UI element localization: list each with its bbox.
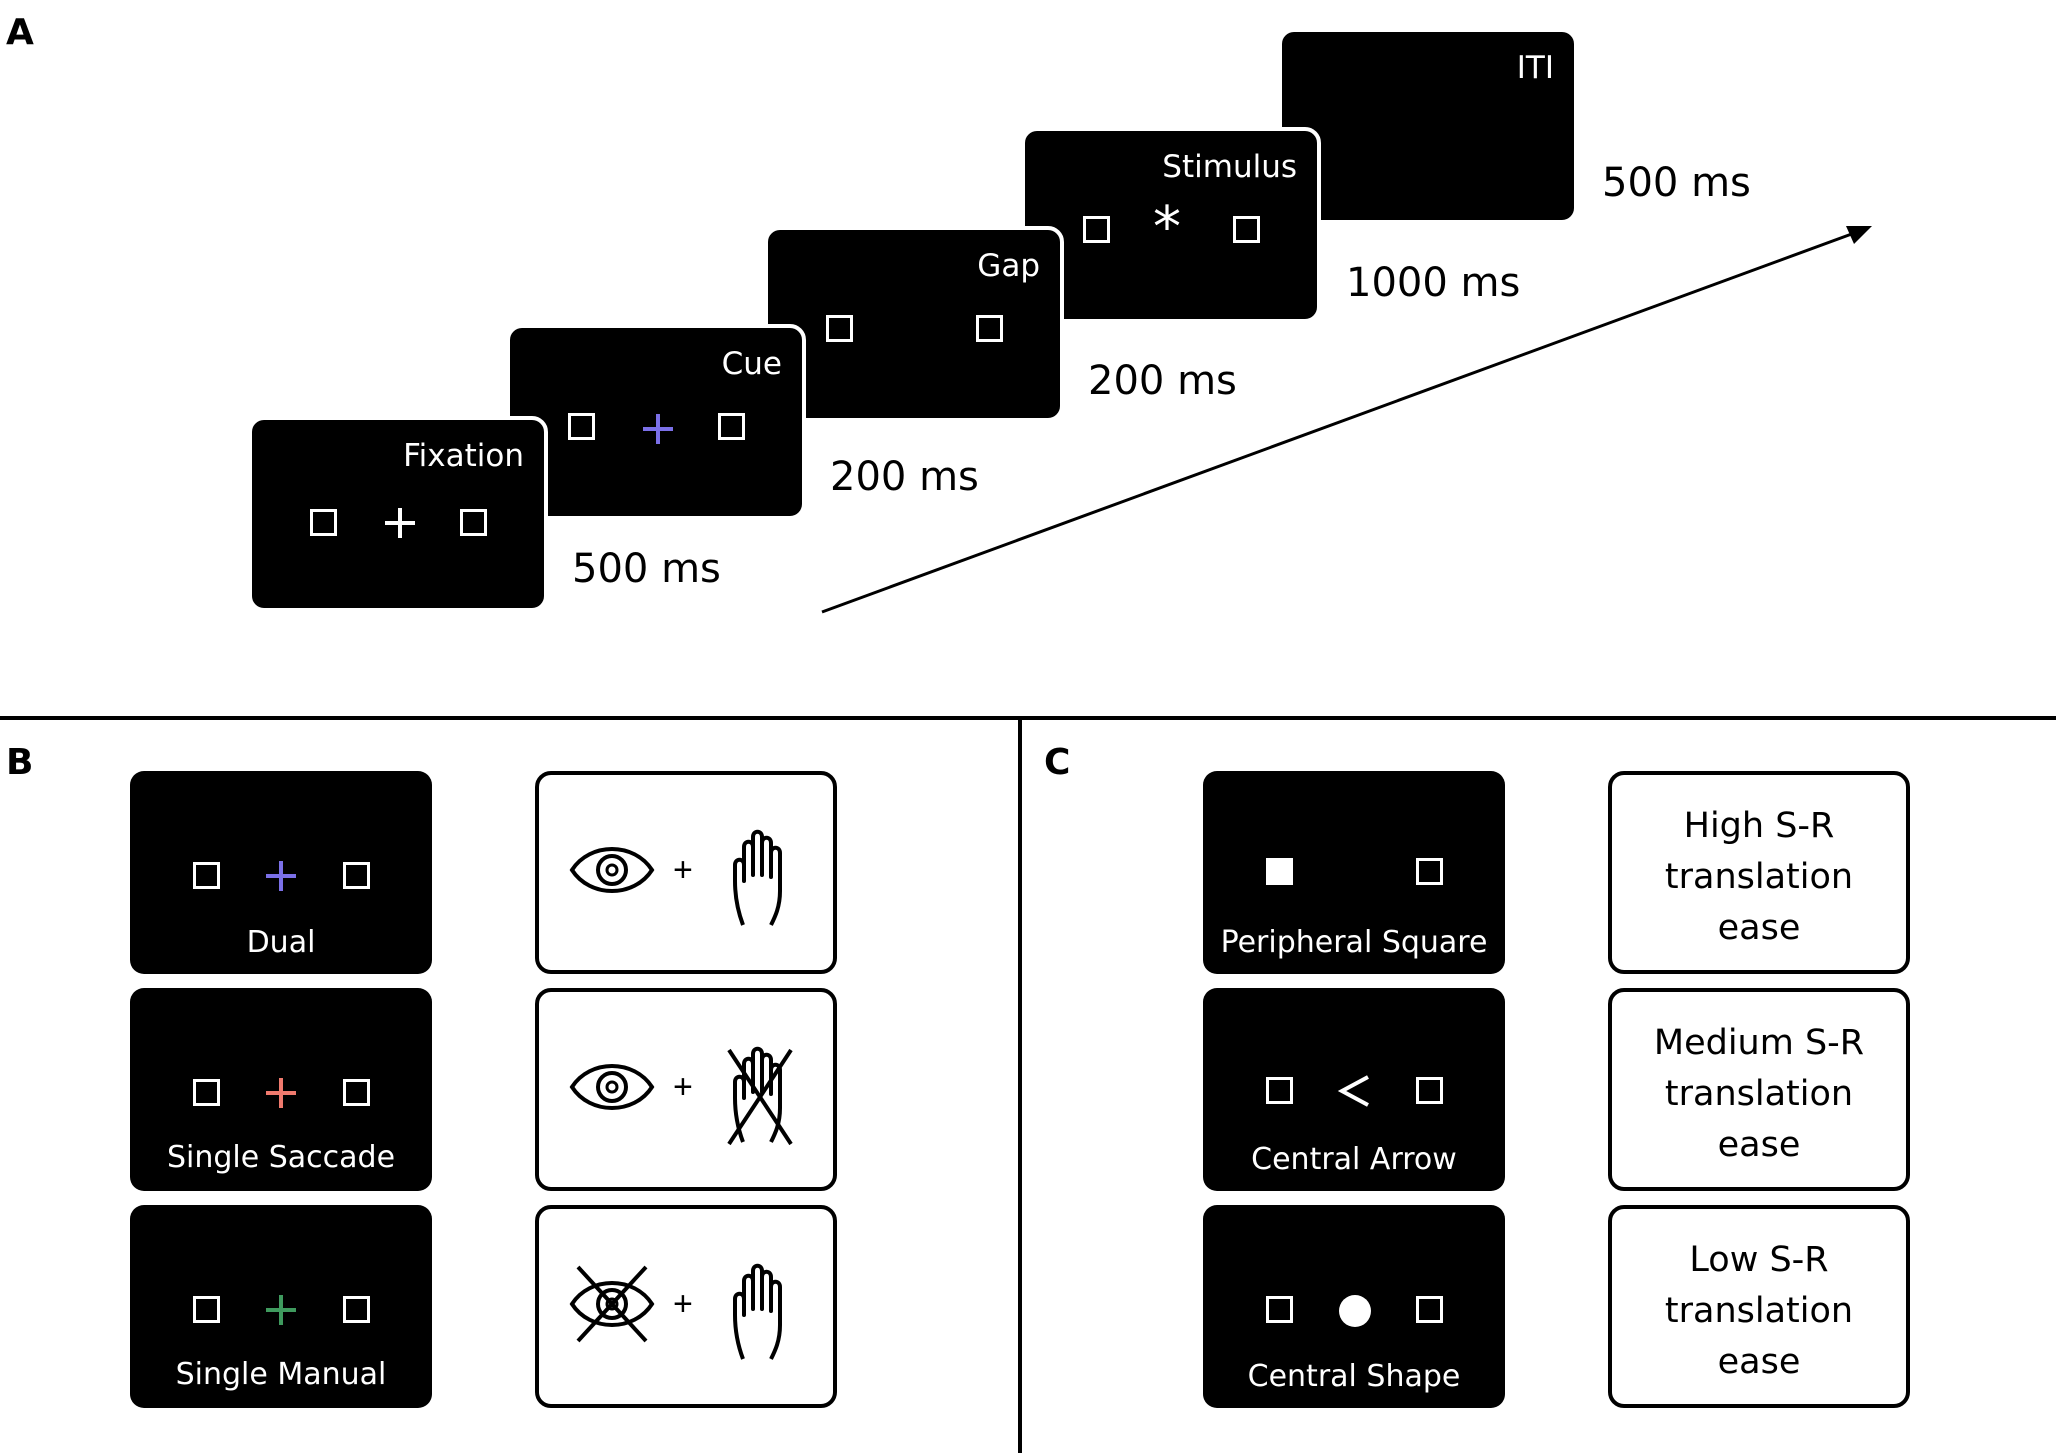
fixation-duration: 500 ms [572,546,721,592]
cross [266,1078,296,1108]
hand-icon [733,829,782,926]
screen-title: ITI [1516,50,1554,86]
cue-type-caption: Peripheral Square [1220,925,1488,960]
dual-screen: Dual [130,771,432,974]
fixation-screen: Fixation [248,416,548,612]
eye-crossed-icon [569,1265,655,1343]
hand-crossed-icon [727,1046,793,1146]
single-manual-effectors-box: + [535,1205,837,1408]
right-placeholder-square [1416,1296,1443,1323]
single-saccade-screen: Single Saccade [130,988,432,1191]
cue-cross [643,414,673,444]
right-placeholder-square [343,1079,370,1106]
left-placeholder-square [1266,1077,1293,1104]
ease-line: High S-R [1683,806,1835,846]
condition-caption: Single Manual [175,1357,387,1392]
ease-line: translation [1664,1291,1854,1331]
medium-ease-box: Medium S-R translation ease [1608,988,1910,1191]
peripheral-square-screen: Peripheral Square [1203,771,1505,974]
vertical-divider [1018,718,1022,1453]
single-manual-screen: Single Manual [130,1205,432,1408]
fixation-cross [385,508,415,538]
plus-sign: + [673,1285,693,1323]
ease-line: ease [1717,1125,1801,1165]
condition-caption: Single Saccade [166,1140,396,1175]
dual-effectors-box: + [535,771,837,974]
screen-title: Fixation [403,438,524,474]
cross [266,861,296,891]
central-arrow-screen: Central Arrow [1203,988,1505,1191]
gap-screen: Gap [764,226,1064,422]
left-placeholder-square [310,509,337,536]
left-placeholder-square [193,862,220,889]
plus-sign: + [673,1068,693,1106]
screen-title: Stimulus [1162,149,1297,185]
screen-title: Cue [721,346,782,382]
cue-duration: 200 ms [830,454,979,500]
stimulus-asterisk: * [1153,195,1181,260]
gap-duration: 200 ms [1088,358,1237,404]
iti-duration: 500 ms [1602,160,1751,206]
low-ease-box: Low S-R translation ease [1608,1205,1910,1408]
high-ease-box: High S-R translation ease [1608,771,1910,974]
right-placeholder-square [718,413,745,440]
cross [266,1295,296,1325]
left-placeholder-square [568,413,595,440]
right-placeholder-square [1233,216,1260,243]
right-placeholder-square [1416,1077,1443,1104]
left-placeholder-square [1266,1296,1293,1323]
iti-screen: ITI [1278,28,1578,224]
hand-icon [733,1263,782,1360]
eye-icon [569,847,655,893]
single-saccade-effectors-box: + [535,988,837,1191]
time-arrow [821,226,1872,614]
cue-type-caption: Central Shape [1247,1359,1461,1394]
stimulus-duration: 1000 ms [1346,260,1521,306]
panel-a-label: A [6,12,34,53]
cue-screen: Cue [506,324,806,520]
condition-caption: Dual [246,925,316,960]
filled-target-square [1266,858,1293,885]
arrow-cue [1337,1075,1369,1107]
left-placeholder-square [1083,216,1110,243]
horizontal-divider [0,716,2056,720]
cue-type-caption: Central Arrow [1251,1142,1457,1177]
circle-cue [1339,1295,1371,1327]
ease-line: translation [1664,857,1854,897]
ease-line: translation [1664,1074,1854,1114]
screen-title: Gap [977,248,1040,284]
ease-line: Medium S-R [1653,1023,1865,1063]
ease-line: ease [1717,1342,1801,1382]
left-placeholder-square [826,315,853,342]
right-placeholder-square [1416,858,1443,885]
panel-b-label: B [6,742,34,783]
stimulus-screen: Stimulus * [1021,127,1321,323]
left-placeholder-square [193,1296,220,1323]
central-shape-screen: Central Shape [1203,1205,1505,1408]
ease-line: Low S-R [1689,1240,1829,1280]
right-placeholder-square [343,1296,370,1323]
right-placeholder-square [976,315,1003,342]
plus-sign: + [673,851,693,889]
left-placeholder-square [193,1079,220,1106]
eye-icon [569,1064,655,1110]
right-placeholder-square [343,862,370,889]
right-placeholder-square [460,509,487,536]
ease-line: ease [1717,908,1801,948]
panel-c-label: C [1044,742,1071,783]
